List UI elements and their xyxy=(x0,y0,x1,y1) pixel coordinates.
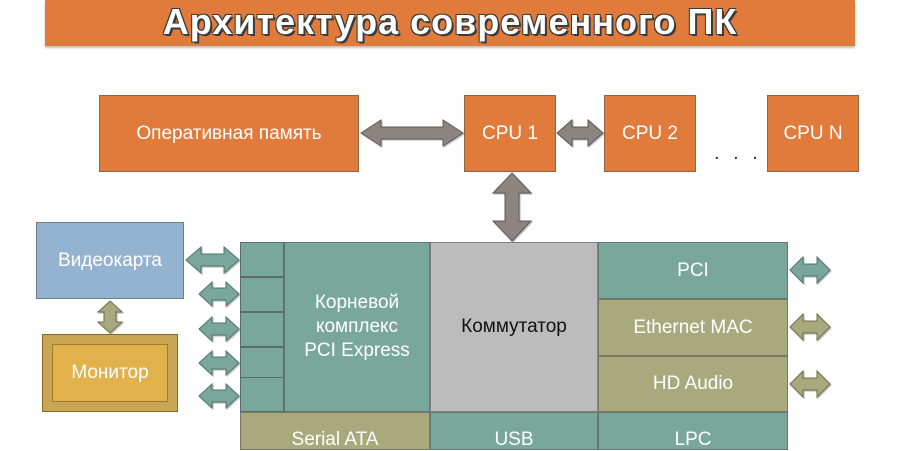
lpc-label: LPC xyxy=(674,429,712,450)
pci-label: PCI xyxy=(677,259,709,281)
gpu-label: Видеокарта xyxy=(57,249,162,271)
ethernet-box: Ethernet MAC xyxy=(598,299,788,356)
arrow-memory-cpu1 xyxy=(360,119,464,147)
ethernet-label: Ethernet MAC xyxy=(633,316,753,338)
audio-label: HD Audio xyxy=(652,373,734,394)
audio-box: HD Audio xyxy=(598,356,788,412)
sata-box: Serial ATA xyxy=(240,412,430,450)
gpu-box: Видеокарта xyxy=(36,222,184,299)
pci-box: PCI xyxy=(598,242,788,299)
usb-label: USB xyxy=(494,429,534,450)
arrow-port3 xyxy=(198,315,240,343)
arrow-gpu-monitor xyxy=(96,300,124,334)
pcie-port-3 xyxy=(240,312,284,347)
cpu-n-box: CPU N xyxy=(767,95,859,172)
pcie-port-2 xyxy=(240,277,284,312)
cpu-n-label: CPU N xyxy=(783,122,843,144)
cpu-ellipsis: . . . xyxy=(714,142,762,164)
monitor-inner: Монитор xyxy=(52,344,168,402)
arrow-ethernet-out xyxy=(789,312,831,342)
switch-label: Коммутатор xyxy=(461,316,567,337)
arrow-port5 xyxy=(198,382,240,410)
arrow-port4 xyxy=(198,349,240,377)
arrow-port2 xyxy=(198,280,240,308)
cpu-2-label: CPU 2 xyxy=(622,122,678,144)
memory-label: Оперативная память xyxy=(136,122,322,144)
pcie-port-5 xyxy=(240,377,284,412)
root-complex-line-1: Корневой xyxy=(314,292,400,313)
cpu-1-label: CPU 1 xyxy=(482,122,538,144)
cpu-1-box: CPU 1 xyxy=(464,95,556,172)
lpc-box: LPC xyxy=(598,412,788,450)
monitor-box: Монитор xyxy=(42,334,178,412)
arrow-gpu-port1 xyxy=(185,245,240,275)
title-bar: Архитектура современного ПК xyxy=(45,0,855,46)
root-complex-box: Корневой комплекс PCI Express xyxy=(284,242,430,412)
sata-label: Serial ATA xyxy=(291,429,379,450)
switch-box: Коммутатор xyxy=(430,242,598,412)
root-complex-line-2: комплекс xyxy=(315,316,399,337)
pcie-port-1 xyxy=(240,242,284,277)
root-complex-line-3: PCI Express xyxy=(304,340,410,361)
page-title: Архитектура современного ПК xyxy=(162,1,738,42)
memory-box: Оперативная память xyxy=(99,95,359,172)
arrow-pci-out xyxy=(789,255,831,285)
arrow-cpu1-cpu2 xyxy=(556,118,604,148)
usb-box: USB xyxy=(430,412,598,450)
arrow-cpu1-switch xyxy=(491,172,533,242)
arrow-audio-out xyxy=(789,369,831,399)
monitor-label: Монитор xyxy=(71,362,149,383)
cpu-2-box: CPU 2 xyxy=(604,95,696,172)
